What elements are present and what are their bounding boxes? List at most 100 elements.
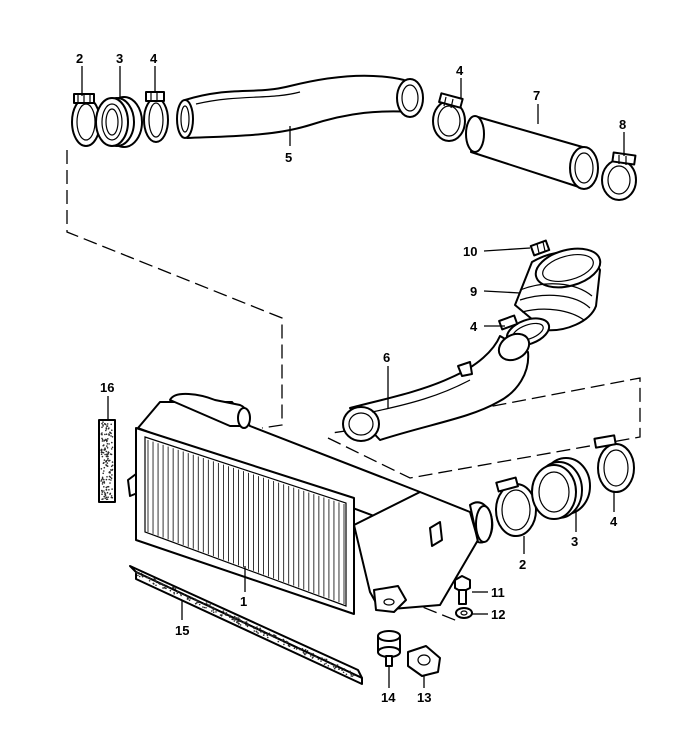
callout-8: 8: [619, 117, 626, 132]
foam-speck: [236, 617, 238, 619]
foam-speck: [351, 675, 354, 677]
foam-speck: [101, 476, 104, 479]
foam-speck: [176, 590, 179, 593]
foam-speck: [239, 619, 241, 621]
foam-speck: [236, 619, 238, 621]
callout-3-top: 3: [116, 51, 123, 66]
foam-speck: [257, 632, 259, 634]
foam-speck: [101, 493, 103, 496]
foam-speck: [243, 621, 245, 624]
foam-speck: [262, 630, 265, 632]
hose-clamp-10: [529, 239, 551, 257]
foam-speck: [207, 605, 210, 607]
foam-speck: [197, 601, 199, 604]
callout-6: 6: [383, 350, 390, 365]
foam-speck: [106, 476, 108, 478]
foam-speck: [301, 647, 304, 650]
foam-speck: [138, 572, 140, 574]
foam-speck: [100, 468, 103, 470]
foam-speck: [153, 578, 156, 581]
foam-speck: [101, 489, 103, 492]
foam-speck: [109, 431, 112, 434]
foam-speck: [176, 592, 178, 594]
foam-speck: [202, 606, 204, 608]
foam-speck: [101, 426, 103, 429]
foam-speck: [198, 603, 201, 606]
foam-speck: [303, 652, 305, 655]
foam-speck: [273, 636, 275, 638]
foam-speck: [317, 658, 320, 660]
foam-speck: [111, 446, 114, 449]
charge-air-hose-5: [176, 74, 424, 139]
foam-speck: [283, 643, 285, 646]
foam-speck: [147, 576, 150, 579]
foam-speck: [109, 493, 111, 495]
foam-speck: [172, 586, 175, 589]
foam-speck: [106, 445, 108, 447]
foam-speck: [310, 652, 312, 655]
callout-1: 1: [240, 594, 247, 609]
foam-speck: [245, 621, 247, 623]
callout-4-bottom-right: 4: [610, 514, 618, 529]
callout-15: 15: [175, 623, 189, 638]
foam-speck: [105, 429, 107, 432]
rubber-mount-14: [377, 630, 401, 667]
foam-speck: [104, 495, 107, 497]
foam-strip-16: [98, 419, 116, 503]
foam-speck: [266, 634, 269, 637]
foam-speck: [107, 485, 110, 488]
foam-speck: [103, 440, 105, 442]
foam-speck: [325, 658, 328, 661]
foam-speck: [312, 652, 314, 655]
foam-speck: [324, 658, 326, 661]
foam-speck: [259, 627, 262, 630]
foam-speck: [143, 575, 145, 577]
foam-speck: [107, 496, 109, 499]
foam-speck: [253, 630, 256, 632]
bellow-9: [514, 247, 602, 332]
foam-speck: [262, 634, 265, 636]
foam-speck: [210, 610, 213, 612]
foam-speck: [221, 614, 223, 616]
foam-speck: [104, 439, 106, 441]
foam-speck: [305, 652, 307, 655]
foam-speck: [101, 477, 104, 480]
foam-speck: [109, 459, 111, 462]
foam-speck: [229, 616, 231, 619]
foam-speck: [102, 421, 104, 423]
foam-speck: [111, 436, 114, 438]
foam-speck: [174, 588, 177, 590]
foam-speck: [101, 491, 104, 493]
foam-speck: [219, 614, 222, 616]
foam-speck: [212, 606, 215, 609]
foam-speck: [109, 476, 112, 479]
foam-speck: [349, 671, 351, 673]
foam-speck: [106, 425, 109, 427]
rubber-bellow-3-bottom: [531, 457, 591, 520]
foam-strip-15: [129, 565, 363, 685]
foam-speck: [214, 608, 216, 610]
foam-speck: [104, 493, 107, 495]
callout-11: 11: [491, 585, 505, 600]
radiator-core-fins: [147, 440, 345, 604]
foam-speck: [108, 434, 110, 436]
foam-speck: [203, 606, 206, 609]
foam-speck: [321, 657, 323, 659]
foam-speck: [302, 651, 305, 653]
foam-speck: [101, 437, 103, 440]
foam-speck: [106, 459, 109, 461]
callout-2-bottom: 2: [519, 557, 526, 572]
foam-speck: [295, 648, 298, 650]
foam-speck: [276, 637, 279, 640]
foam-speck: [111, 461, 114, 463]
foam-speck: [104, 497, 106, 500]
foam-speck: [238, 620, 240, 623]
foam-speck: [103, 492, 106, 494]
foam-speck: [229, 614, 231, 617]
foam-speck: [168, 586, 170, 589]
foam-speck: [146, 576, 149, 579]
foam-speck: [104, 423, 107, 426]
hose-clamp-8: [601, 151, 637, 201]
